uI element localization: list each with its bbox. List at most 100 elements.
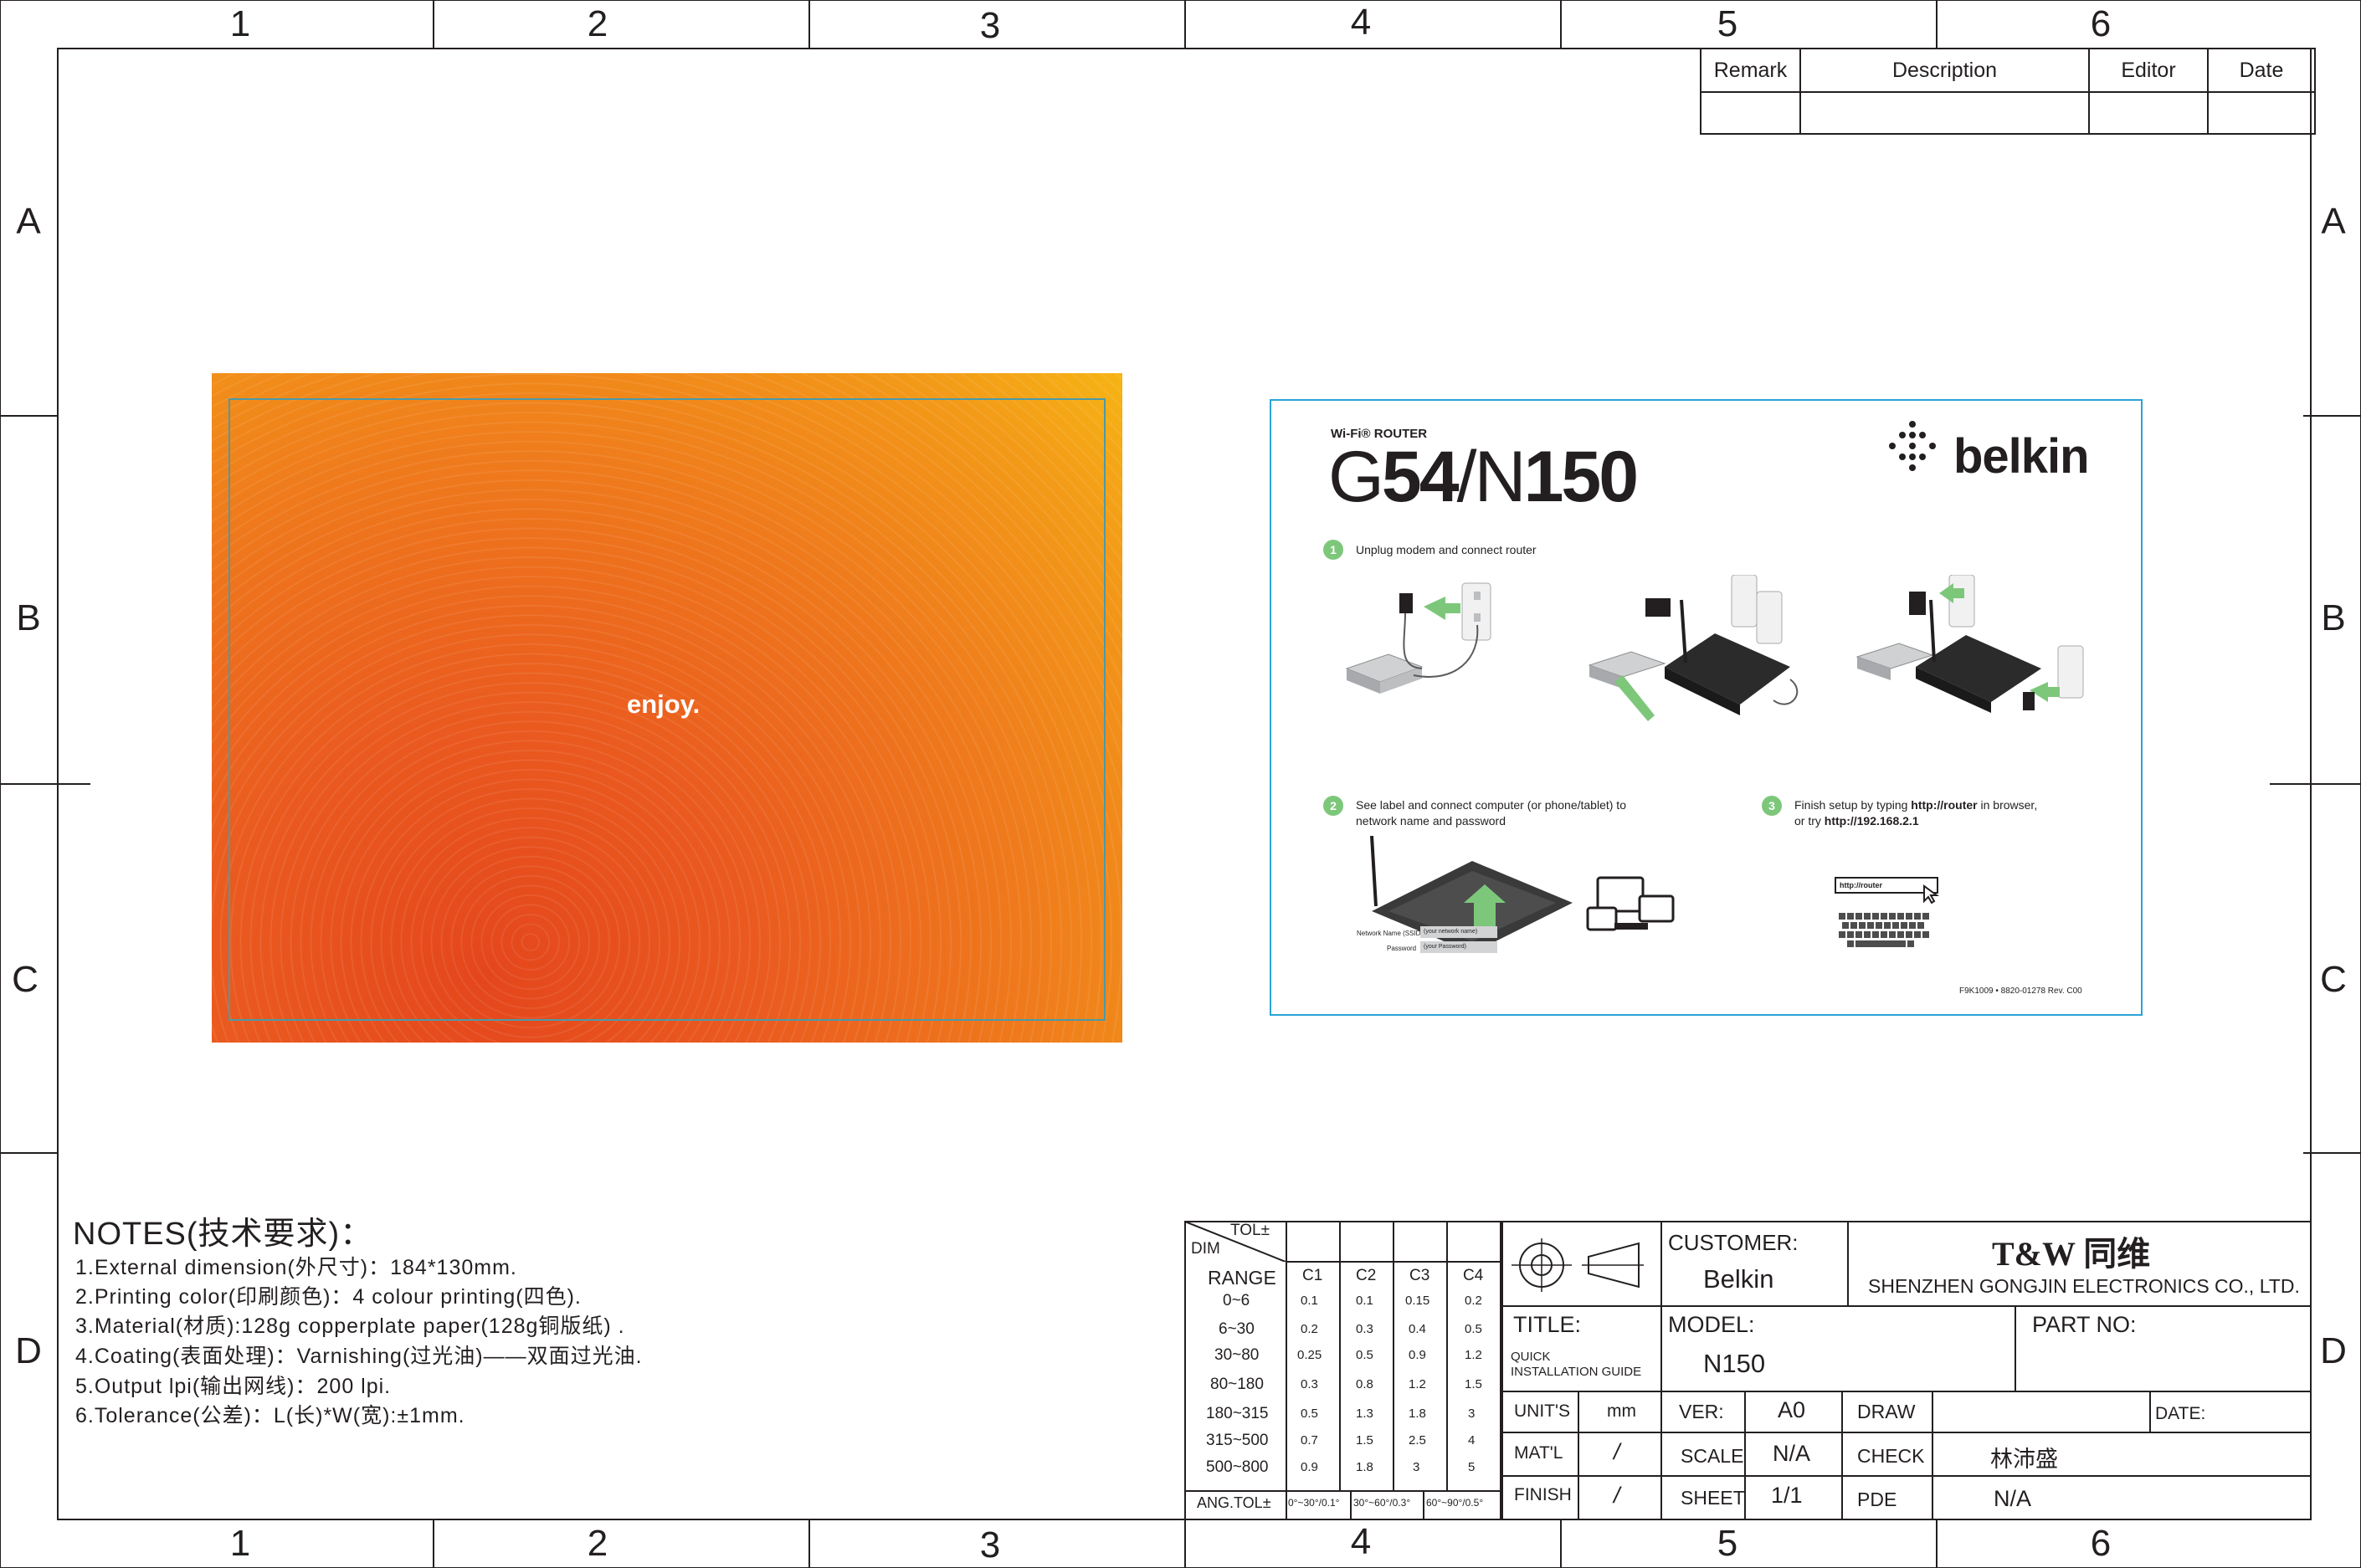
belkin-logo-icon <box>1889 421 1936 471</box>
step-2-text-line: See label and connect computer (or phone… <box>1356 798 1626 812</box>
step-2-text: See label and connect computer (or phone… <box>1356 797 1626 829</box>
tol-value: 3 <box>1413 1460 1420 1474</box>
tol-label: TOL± <box>1230 1222 1270 1239</box>
url-bar: http://router <box>1835 877 1938 894</box>
tol-value: 0.1 <box>1301 1294 1318 1308</box>
tol-range: 80~180 <box>1210 1376 1264 1393</box>
ang-tol-value: 0°~30°/0.1° <box>1288 1497 1340 1509</box>
step-3-text-part: http://192.168.2.1 <box>1824 814 1919 828</box>
tol-value: 0.5 <box>1301 1407 1318 1421</box>
tol-range: 6~30 <box>1219 1320 1255 1338</box>
zone-col-label: 2 <box>587 1523 608 1564</box>
model-part: G <box>1328 437 1384 517</box>
ang-tol-label: ANG.TOL± <box>1197 1494 1271 1511</box>
tol-value: 0.5 <box>1356 1348 1373 1362</box>
cover-panel: enjoy. <box>212 373 1122 1043</box>
projection-symbol-icon <box>1512 1238 1644 1292</box>
step-3-text-part: or try <box>1794 814 1825 828</box>
table-line <box>1501 1432 2312 1433</box>
model-heading: G54/N150 <box>1328 437 1639 517</box>
tol-value: 0.5 <box>1465 1322 1482 1336</box>
tol-range: 500~800 <box>1206 1458 1269 1476</box>
table-line <box>1847 1221 1849 1305</box>
tol-value: 0.2 <box>1301 1322 1318 1336</box>
step-3-text: Finish setup by typing http://router in … <box>1794 797 2037 829</box>
tol-value: 0.2 <box>1465 1294 1482 1308</box>
tol-value: 5 <box>1468 1460 1476 1474</box>
tol-range: 315~500 <box>1206 1432 1269 1449</box>
scale-label: SCALE <box>1681 1445 1744 1467</box>
partno-label: PART NO: <box>2032 1312 2137 1337</box>
finish-label: FINISH <box>1514 1485 1572 1504</box>
zone-row-label: C <box>12 959 38 1000</box>
zone-row-label: A <box>2321 201 2346 242</box>
rev-cell <box>2207 91 2316 135</box>
tol-value: 0.3 <box>1356 1322 1373 1336</box>
note-line: 2.Printing color(印刷颜色)：4 colour printing… <box>75 1285 582 1309</box>
tol-value: 4 <box>1468 1433 1476 1448</box>
units-value: mm <box>1607 1401 1636 1421</box>
step-3-text-part: in browser, <box>1977 798 2038 812</box>
table-line <box>2015 1305 2016 1391</box>
zone-col-label: 4 <box>1350 1521 1372 1562</box>
tol-value: 0.4 <box>1409 1322 1426 1336</box>
tol-value: 1.3 <box>1356 1407 1373 1421</box>
notes-title: NOTES(技术要求)： <box>73 1217 373 1252</box>
label-network-name: Network Name (SSID) <box>1357 930 1424 937</box>
zone-tick <box>2303 1152 2360 1154</box>
zone-tick <box>808 1520 810 1568</box>
tol-value: 1.2 <box>1465 1348 1482 1362</box>
model-part: 54 <box>1381 437 1460 517</box>
tol-range: 180~315 <box>1206 1405 1269 1422</box>
pde-label: PDE <box>1857 1489 1897 1510</box>
wifi-router-label: Wi-Fi® ROUTER <box>1331 427 1428 441</box>
pde-value: N/A <box>1994 1486 2032 1511</box>
table-line <box>2149 1391 2151 1432</box>
zone-col-label: 3 <box>979 1524 1001 1565</box>
step-1-badge: 1 <box>1323 540 1343 560</box>
model-part: 150 <box>1523 437 1639 517</box>
finish-value: / <box>1614 1483 1620 1508</box>
units-label: UNIT'S <box>1514 1401 1571 1421</box>
table-line <box>1423 1490 1424 1520</box>
model-value: N150 <box>1703 1349 1766 1378</box>
zone-tick <box>1560 0 1562 48</box>
tol-value: 2.5 <box>1409 1433 1426 1448</box>
step-1-illustration <box>1345 575 2084 721</box>
company-name: SHENZHEN GONGJIN ELECTRONICS CO., LTD. <box>1868 1275 2300 1297</box>
guide-panel: Wi-Fi® ROUTER G54/N150 belkin 1 Unplug m… <box>1270 399 2143 1016</box>
date-label: DATE: <box>2155 1404 2206 1423</box>
sheet-value: 1/1 <box>1771 1483 1803 1508</box>
zone-col-label: 4 <box>1350 2 1372 43</box>
table-line <box>1501 1391 2312 1392</box>
tol-col-header: C4 <box>1463 1267 1484 1284</box>
tol-value: 0.8 <box>1356 1377 1373 1391</box>
rev-header-remark: Remark <box>1700 48 1801 93</box>
table-line <box>1841 1391 1843 1520</box>
zone-col-label: 5 <box>1717 3 1738 44</box>
table-line <box>1501 1305 2312 1307</box>
check-value: 林沛盛 <box>1990 1447 2058 1472</box>
step-3-badge: 3 <box>1762 796 1782 816</box>
table-line <box>1339 1221 1341 1490</box>
revision-table: Remark Description Editor Date <box>1700 48 2316 135</box>
tolerance-table <box>1184 1221 1501 1520</box>
tol-value: 0.3 <box>1301 1377 1318 1391</box>
note-line: 1.External dimension(外尺寸)：184*130mm. <box>75 1256 517 1279</box>
zone-col-label: 3 <box>979 5 1001 46</box>
zone-row-label: C <box>2320 959 2347 1000</box>
table-line <box>1744 1391 1746 1520</box>
step-2-badge: 2 <box>1323 796 1343 816</box>
table-line <box>1660 1221 1662 1520</box>
cursor-icon <box>1923 884 1939 904</box>
title-line: INSTALLATION GUIDE <box>1511 1365 1642 1379</box>
zone-tick <box>1184 1520 1186 1568</box>
belkin-brand: belkin <box>1953 429 2090 484</box>
tol-dim-diagonal <box>1185 1222 1286 1262</box>
tol-value: 0.7 <box>1301 1433 1318 1448</box>
draw-label: DRAW <box>1857 1401 1916 1422</box>
tol-value: 1.2 <box>1409 1377 1426 1391</box>
zone-row-label: D <box>15 1330 42 1371</box>
tol-col-header: C3 <box>1409 1267 1430 1284</box>
